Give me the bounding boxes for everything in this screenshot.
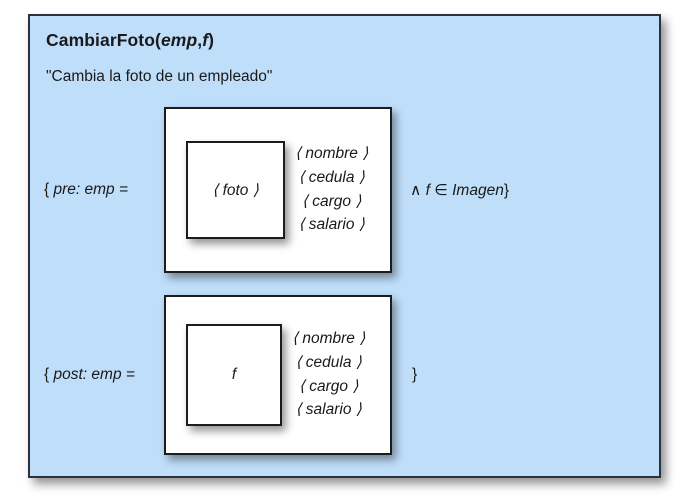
operation-name: CambiarFoto <box>46 30 156 50</box>
precondition-clause: ∧ f ∈ Imagen} <box>410 181 509 200</box>
clause-set-imagen: Imagen <box>452 181 504 199</box>
operation-param-emp: emp <box>160 30 198 50</box>
field-salario: ⟨ salario ⟩ <box>298 216 365 234</box>
precondition-field-list: ⟨ nombre ⟩ ⟨ cedula ⟩ ⟨ cargo ⟩ ⟨ salari… <box>295 143 368 238</box>
operation-description: "Cambia la foto de un empleado" <box>46 68 273 85</box>
operation-param-f: f <box>202 30 209 50</box>
logical-and-icon: ∧ <box>410 181 422 199</box>
field-cargo: ⟨ cargo ⟩ <box>301 192 362 210</box>
operation-signature: CambiarFoto(emp,f) <box>46 30 214 51</box>
precondition-open-brace: { <box>44 181 50 198</box>
clause-variable-f: f <box>425 181 430 199</box>
field-cargo: ⟨ cargo ⟩ <box>298 377 359 395</box>
field-salario: ⟨ salario ⟩ <box>295 401 362 419</box>
precondition-row: { pre: emp = ⟨ foto ⟩ ⟨ nombre ⟩ ⟨ cedul… <box>44 107 509 273</box>
precondition-record-box: ⟨ foto ⟩ ⟨ nombre ⟩ ⟨ cedula ⟩ ⟨ cargo ⟩… <box>164 107 392 273</box>
signature-paren-close: ) <box>208 30 215 50</box>
precondition-label-text: pre: emp = <box>53 181 129 198</box>
postcondition-field-list: ⟨ nombre ⟩ ⟨ cedula ⟩ ⟨ cargo ⟩ ⟨ salari… <box>292 328 365 423</box>
signature-paren-open: ( <box>155 30 161 50</box>
precondition-close-brace: } <box>503 181 510 199</box>
specification-panel: CambiarFoto(emp,f) "Cambia la foto de un… <box>28 14 661 478</box>
field-nombre: ⟨ nombre ⟩ <box>292 329 366 347</box>
postcondition-photo-slot: f <box>186 324 282 426</box>
field-cedula: ⟨ cedula ⟩ <box>298 168 365 186</box>
field-cedula: ⟨ cedula ⟩ <box>295 353 362 371</box>
postcondition-row: { post: emp = f ⟨ nombre ⟩ ⟨ cedula ⟩ ⟨ … <box>44 295 417 455</box>
field-nombre: ⟨ nombre ⟩ <box>295 144 369 162</box>
element-of-icon: ∈ <box>434 181 448 199</box>
precondition-label: { pre: emp = <box>44 181 164 199</box>
postcondition-label: { post: emp = <box>44 366 164 384</box>
postcondition-close-brace: } <box>412 366 418 383</box>
signature-comma: , <box>197 30 203 50</box>
precondition-photo-slot: ⟨ foto ⟩ <box>186 141 285 239</box>
postcondition-open-brace: { <box>44 366 50 383</box>
postcondition-label-text: post: emp = <box>53 366 135 383</box>
postcondition-record-box: f ⟨ nombre ⟩ ⟨ cedula ⟩ ⟨ cargo ⟩ ⟨ sala… <box>164 295 392 455</box>
